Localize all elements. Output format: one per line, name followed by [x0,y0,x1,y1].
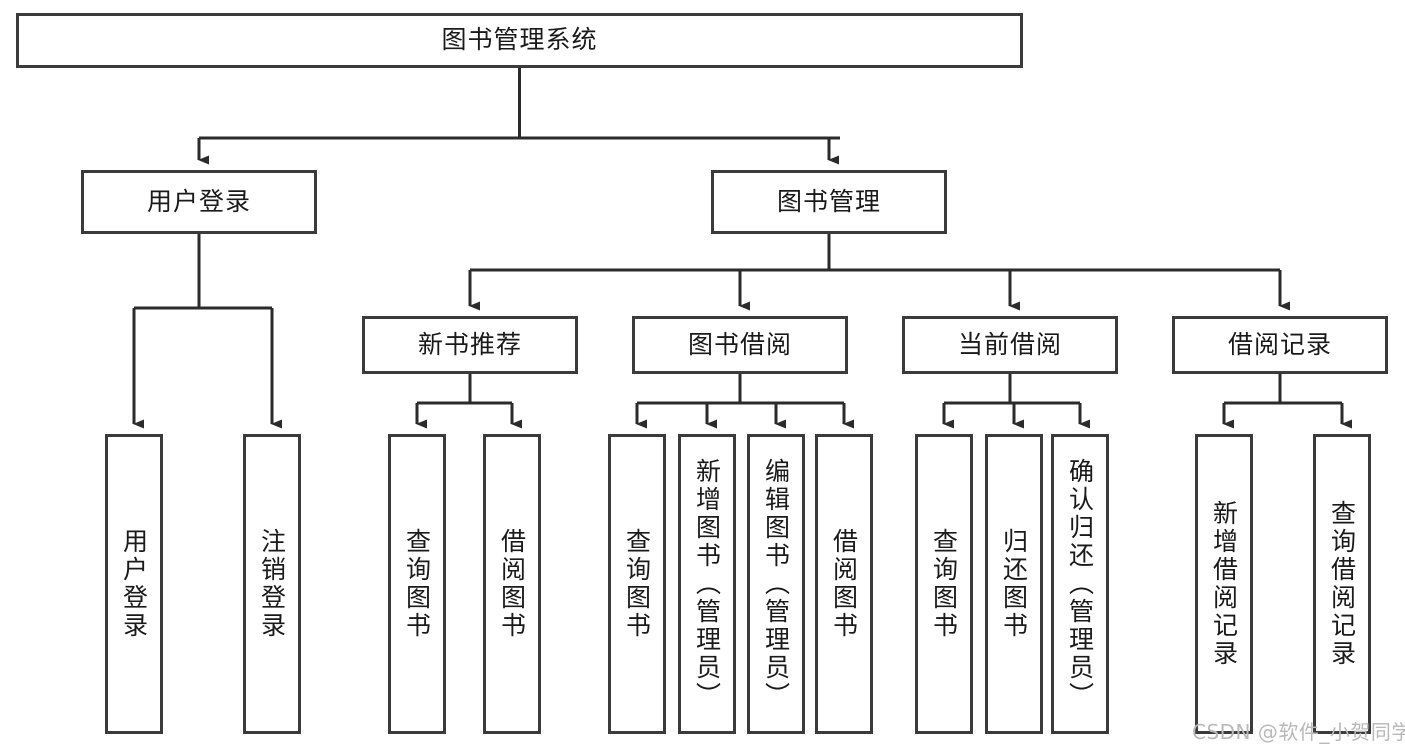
node-label: 编辑图书（管理员） [761,458,791,710]
node-leaf-borrow-book[interactable]: 借阅图书 [815,434,873,734]
node-leaf-query-record[interactable]: 查询借阅记录 [1313,434,1371,734]
node-label: 确认归还（管理员） [1065,458,1095,710]
node-label: 注销登录 [257,528,287,640]
node-label: 查询图书 [929,528,959,640]
node-label: 查询图书 [622,528,652,640]
node-label: 用户登录 [119,528,149,640]
node-label: 图书管理系统 [441,25,598,55]
node-label: 当前借阅 [957,329,1062,359]
node-leaf-query-book-borrow[interactable]: 查询图书 [608,434,666,734]
node-label: 借阅图书 [497,528,527,640]
node-label: 借阅记录 [1227,329,1332,359]
node-label: 新书推荐 [417,329,522,359]
node-leaf-edit-book[interactable]: 编辑图书（管理员） [747,434,805,734]
node-label: 图书借阅 [687,329,792,359]
node-label: 查询借阅记录 [1327,500,1357,668]
node-current-borrow[interactable]: 当前借阅 [902,316,1118,374]
node-leaf-user-login[interactable]: 用户登录 [105,434,163,734]
node-label: 借阅图书 [829,528,859,640]
node-leaf-add-record[interactable]: 新增借阅记录 [1195,434,1253,734]
node-label: 用户登录 [146,186,251,216]
node-leaf-add-book[interactable]: 新增图书（管理员） [678,434,736,734]
node-book-manage[interactable]: 图书管理 [711,170,947,234]
node-leaf-borrow-book-rec[interactable]: 借阅图书 [483,434,541,734]
node-borrow-records[interactable]: 借阅记录 [1172,316,1388,374]
csdn-watermark: CSDN @软件_小贺同学 [1192,720,1405,744]
node-label: 归还图书 [999,528,1029,640]
node-leaf-query-book-rec[interactable]: 查询图书 [388,434,446,734]
node-root[interactable]: 图书管理系统 [16,13,1023,68]
node-leaf-return-book[interactable]: 归还图书 [985,434,1043,734]
node-label: 新增借阅记录 [1209,500,1239,668]
node-new-book-recommend[interactable]: 新书推荐 [362,316,578,374]
node-label: 图书管理 [776,186,881,216]
node-label: 新增图书（管理员） [692,458,722,710]
node-label: 查询图书 [402,528,432,640]
node-leaf-user-logout[interactable]: 注销登录 [243,434,301,734]
node-book-borrow[interactable]: 图书借阅 [632,316,848,374]
node-leaf-query-book-cur[interactable]: 查询图书 [915,434,973,734]
node-user-login[interactable]: 用户登录 [81,170,317,234]
node-leaf-confirm-return[interactable]: 确认归还（管理员） [1051,434,1109,734]
